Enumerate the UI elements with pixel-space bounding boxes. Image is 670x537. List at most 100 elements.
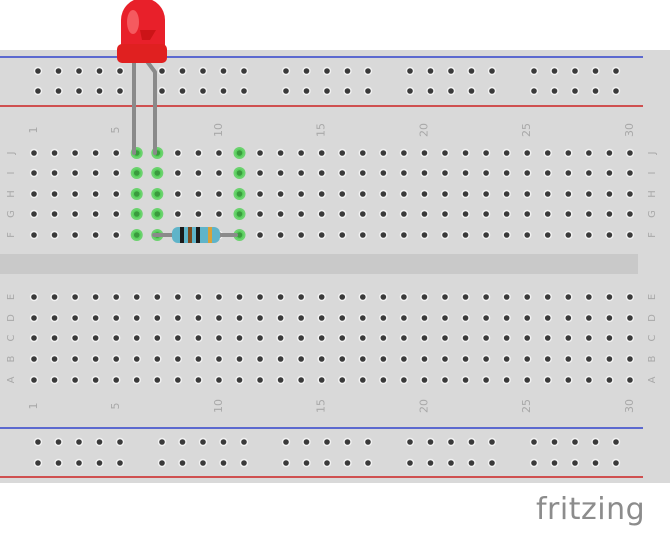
rail-hole-top-4-0-0: [529, 66, 539, 76]
hole-I26: [543, 168, 552, 178]
hole-C27: [564, 333, 573, 343]
hole-H25: [523, 189, 532, 199]
hole-G11: [233, 208, 246, 220]
hole-I22: [461, 168, 470, 178]
hole-F22: [461, 230, 470, 240]
rail-hole-top-4-2-1: [570, 86, 580, 96]
hole-B15: [317, 354, 326, 364]
rail-hole-bottom-0-3-1: [95, 458, 104, 468]
hole-J8: [173, 148, 183, 158]
hole-I6: [130, 167, 143, 179]
hole-J28: [584, 148, 594, 158]
hole-D30: [625, 313, 635, 323]
hole-G22: [461, 209, 470, 219]
hole-J22: [461, 148, 470, 158]
rail-hole-top-0-0-0: [33, 66, 43, 76]
hole-J29: [605, 148, 614, 158]
rail-hole-top-1-4-1: [239, 86, 249, 96]
hole-A13: [276, 375, 285, 385]
hole-B23: [481, 354, 491, 364]
hole-H9: [194, 189, 203, 199]
hole-I7: [151, 167, 164, 179]
hole-I2: [50, 168, 59, 178]
hole-G15: [317, 209, 326, 219]
hole-I25: [523, 168, 532, 178]
led: [117, 0, 167, 155]
hole-I18: [379, 168, 388, 178]
hole-H17: [358, 189, 367, 199]
rail-hole-bottom-2-2-1: [322, 458, 332, 468]
rail-hole-top-3-0-0: [405, 66, 415, 76]
hole-G4: [91, 209, 100, 219]
row-label-H-left: H: [6, 190, 17, 198]
resistor-band-2: [188, 227, 192, 243]
hole-I23: [481, 168, 491, 178]
rail-hole-top-3-3-1: [467, 86, 476, 96]
hole-H16: [338, 189, 347, 199]
hole-D22: [461, 313, 470, 323]
hole-B5: [112, 354, 121, 364]
hole-H7: [151, 188, 164, 200]
rail-hole-bottom-3-3-0: [467, 437, 476, 447]
rail-hole-bottom-0-2-1: [74, 458, 84, 468]
hole-J15: [317, 148, 326, 158]
row-label-E-left: E: [6, 294, 17, 300]
hole-B26: [543, 354, 552, 364]
rail-hole-top-0-1-0: [54, 66, 63, 76]
hole-G14: [296, 209, 306, 219]
hole-J20: [420, 148, 429, 158]
hole-E6: [132, 292, 141, 302]
hole-I19: [399, 168, 409, 178]
hole-D23: [481, 313, 491, 323]
hole-F1: [29, 230, 39, 240]
hole-B18: [379, 354, 388, 364]
rail-hole-top-4-0-1: [529, 86, 539, 96]
hole-F3: [70, 230, 80, 240]
rail-hole-bottom-0-0-1: [33, 458, 43, 468]
hole-J26: [543, 148, 552, 158]
hole-I4: [91, 168, 100, 178]
rail-hole-bottom-4-2-1: [570, 458, 580, 468]
rail-hole-top-3-2-1: [446, 86, 456, 96]
hole-E1: [29, 292, 39, 302]
rail-hole-top-4-1-0: [550, 66, 559, 76]
rail-hole-bottom-3-1-1: [426, 458, 435, 468]
hole-G18: [379, 209, 388, 219]
hole-D13: [276, 313, 285, 323]
hole-E12: [255, 292, 265, 302]
hole-F27: [564, 230, 573, 240]
hole-D29: [605, 313, 614, 323]
center-channel: [0, 254, 638, 274]
hole-A12: [255, 375, 265, 385]
hole-B25: [523, 354, 532, 364]
rail-hole-bottom-0-1-1: [54, 458, 63, 468]
hole-I9: [194, 168, 203, 178]
hole-H29: [605, 189, 614, 199]
column-label-20-top: 20: [417, 123, 430, 137]
hole-G28: [584, 209, 594, 219]
hole-F16: [338, 230, 347, 240]
row-label-B-right: B: [647, 355, 658, 362]
hole-F24: [502, 230, 511, 240]
hole-E27: [564, 292, 573, 302]
column-label-25-bottom: 25: [520, 399, 533, 413]
rail-hole-top-0-0-1: [33, 86, 43, 96]
hole-A10: [214, 375, 224, 385]
rail-hole-bottom-3-3-1: [467, 458, 476, 468]
hole-F2: [50, 230, 59, 240]
hole-G12: [255, 209, 265, 219]
hole-J27: [564, 148, 573, 158]
rail-hole-bottom-1-1-0: [178, 437, 187, 447]
hole-B6: [132, 354, 141, 364]
hole-D2: [50, 313, 59, 323]
rail-hole-bottom-2-0-1: [281, 458, 291, 468]
hole-D18: [379, 313, 388, 323]
row-label-H-right: H: [647, 190, 658, 198]
hole-I20: [420, 168, 429, 178]
hole-G23: [481, 209, 491, 219]
rail-hole-top-3-4-0: [487, 66, 497, 76]
hole-B27: [564, 354, 573, 364]
row-label-F-left: F: [6, 232, 17, 238]
row-label-J-left: J: [6, 152, 17, 156]
hole-E10: [214, 292, 224, 302]
